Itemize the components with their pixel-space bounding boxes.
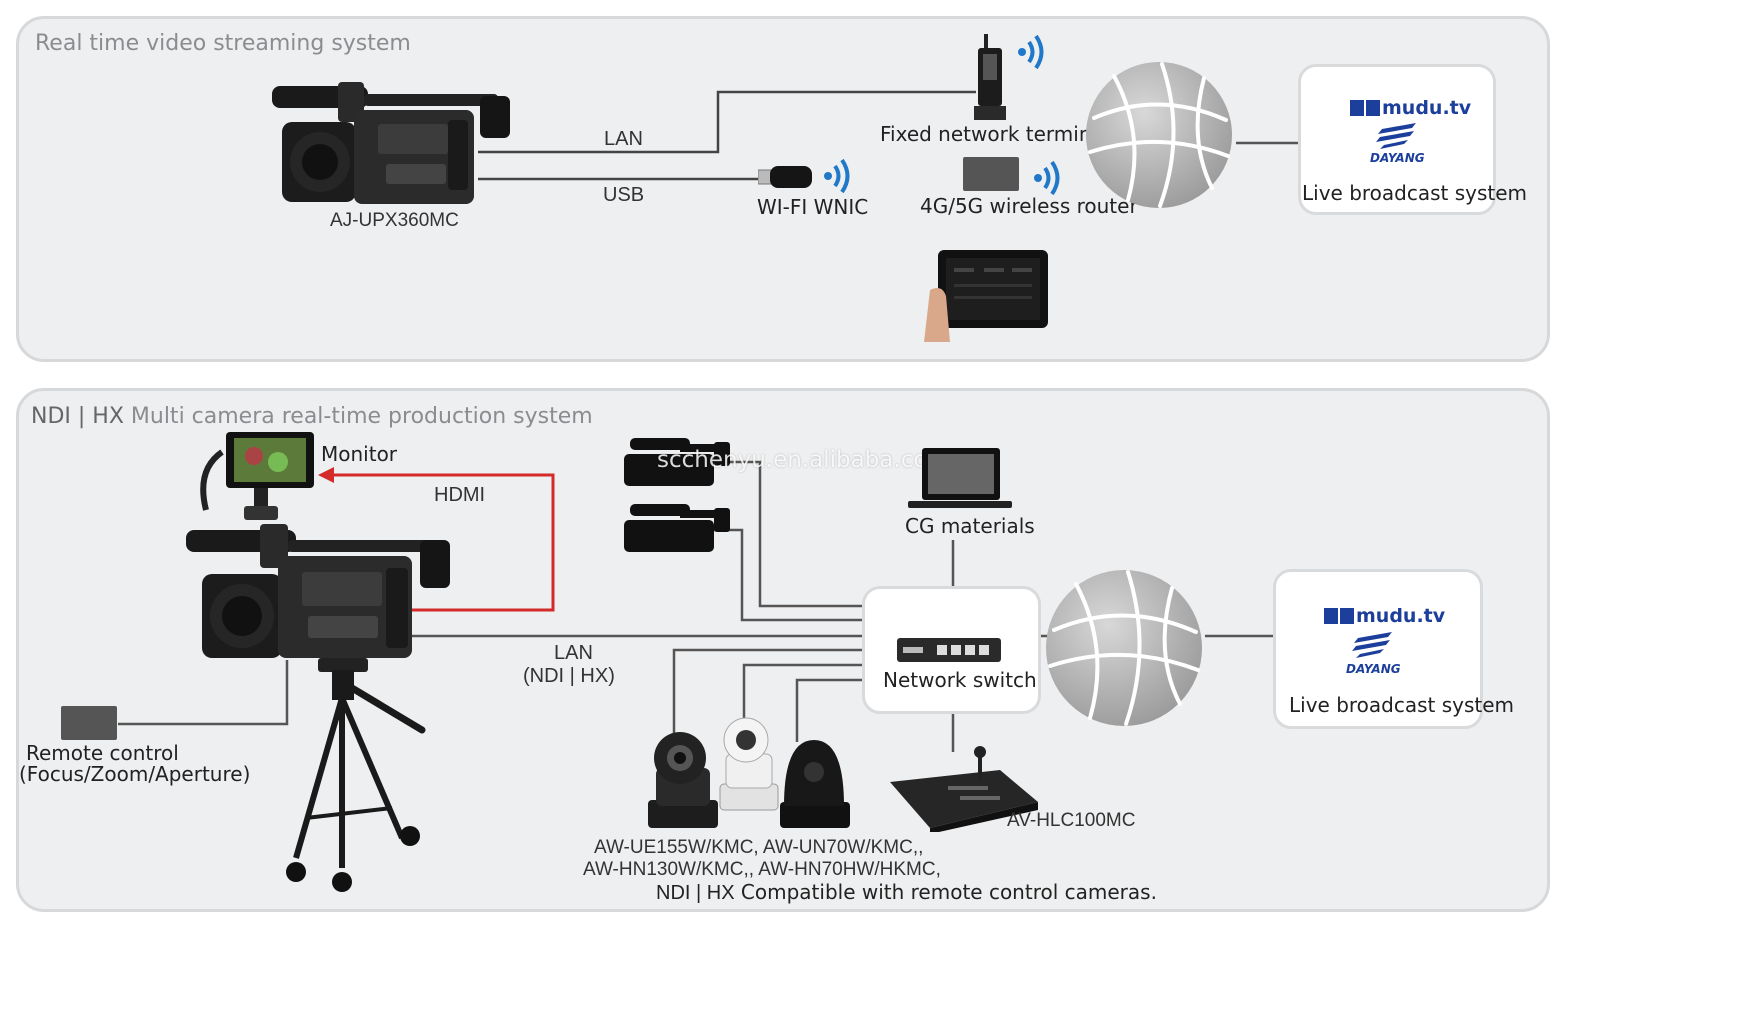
dayang-logo-2-text: DAYANG: [1346, 662, 1401, 676]
camcorder-a-icon: [624, 438, 730, 486]
fixed-terminal-icon: [974, 34, 1006, 120]
tripod-icon: [286, 658, 426, 892]
internet-globe-2-icon: [1046, 570, 1202, 726]
tablet-icon: [924, 250, 1048, 342]
remote-control-line: [118, 660, 289, 726]
ptz-note: NDI | HX Compatible with remote control …: [656, 880, 1157, 905]
mudu-logo: mudu.tv: [1350, 97, 1471, 119]
router-label: 4G/5G wireless router: [920, 194, 1138, 218]
av-controller-icon: [890, 746, 1038, 832]
router-icon: [963, 157, 1019, 191]
laptop-icon: [908, 448, 1012, 508]
production-system-title: NDI | HX Multi camera real-time producti…: [31, 404, 593, 429]
cg-materials-label: CG materials: [905, 514, 1035, 538]
ptz-3-line: [795, 678, 862, 742]
hdmi-label: HDMI: [434, 484, 486, 506]
ptz-1-line: [672, 648, 862, 740]
mudu-logo-mark4-icon: [1340, 608, 1354, 624]
broadcast-system-label: Live broadcast system: [1302, 181, 1528, 205]
usb-wnic-icon: [758, 166, 812, 188]
ndi-hx-prefix: NDI | HX: [31, 404, 124, 429]
main-camcorder-icon: [186, 524, 450, 658]
dayang-logo-text: DAYANG: [1370, 151, 1425, 165]
remote-control-label: Remote control: [26, 741, 179, 765]
internet-globe-icon: [1086, 62, 1232, 208]
broadcast-system-box-2: [1273, 569, 1483, 729]
watermark: scchenyu.en.alibaba.com: [657, 447, 950, 473]
dayang-logo-2-icon: [1352, 632, 1392, 658]
ptz-note-rest: Compatible with remote control cameras.: [734, 880, 1157, 904]
ptz-note-prefix: NDI | HX: [656, 882, 735, 904]
top-usb-label: USB: [603, 184, 645, 206]
mudu-logo-mark3-icon: [1324, 608, 1338, 624]
mudu-logo-mark-icon: [1350, 100, 1364, 116]
dayang-logo-icon: [1376, 123, 1416, 149]
mudu-logo-2: mudu.tv: [1324, 605, 1445, 627]
camcorder-icon: [272, 82, 510, 204]
camera-model-label: AJ-UPX360MC: [330, 210, 459, 231]
ptz-2-line: [742, 663, 862, 720]
ptz-models-line-1: AW-UE155W/KMC, AW-UN70W/KMC,,: [594, 837, 924, 858]
top-lan-line: [478, 90, 976, 154]
streaming-system-title: Real time video streaming system: [35, 31, 411, 56]
streaming-system-panel: [16, 16, 1550, 362]
router-waves-icon: [1034, 160, 1060, 196]
monitor-label: Monitor: [321, 442, 398, 466]
network-switch-icon: [897, 638, 1001, 662]
ptz-camera-2-icon: [719, 717, 779, 811]
broadcast-system-box: [1298, 64, 1496, 215]
ptz-camera-3-icon: [780, 740, 850, 828]
bottom-lan-label: LAN: [554, 642, 593, 664]
top-lan-label: LAN: [604, 128, 643, 150]
network-switch-label: Network switch: [883, 668, 1037, 692]
hdmi-arrowhead: [318, 467, 334, 483]
ptz-models-line-2: AW-HN130W/KMC,, AW-HN70HW/HKMC,: [583, 859, 941, 880]
broadcast-system-2-label: Live broadcast system: [1289, 693, 1515, 717]
camera-a-line: [704, 460, 862, 608]
hdmi-line: [332, 473, 555, 612]
mudu-logo-mark2-icon: [1366, 100, 1380, 116]
controller-label: AV-HLC100MC: [1007, 810, 1136, 831]
remote-control-icon: [61, 706, 117, 740]
fixed-terminal-label: Fixed network terminal: [880, 122, 1110, 146]
remote-control-sub-label: (Focus/Zoom/Aperture): [19, 762, 251, 786]
production-title-rest: Multi camera real-time production system: [123, 404, 593, 429]
fixed-terminal-waves-icon: [1018, 34, 1044, 70]
wifi-wnic-label: WI-FI WNIC: [757, 195, 869, 219]
ptz-camera-1-icon: [648, 732, 718, 828]
camcorder-b-icon: [624, 504, 730, 552]
wifi-waves-icon: [824, 158, 850, 194]
bottom-lan-sub-label: (NDI | HX): [523, 665, 615, 687]
monitor-icon: [200, 432, 314, 520]
